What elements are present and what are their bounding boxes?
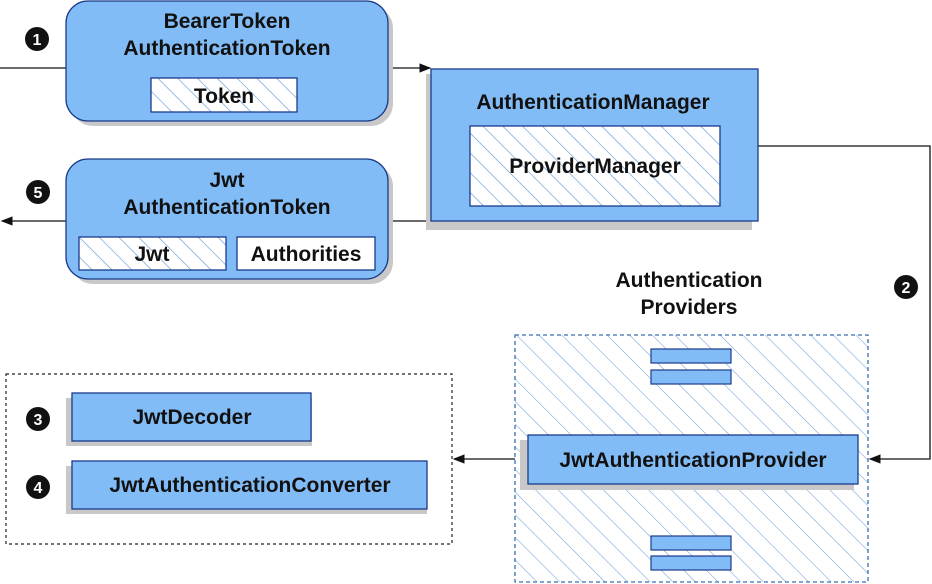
other-provider-bottom-1 bbox=[650, 535, 732, 551]
jwt-token-title-line1: Jwt bbox=[209, 169, 244, 192]
decoder-converter-group: JwtDecoder JwtAuthenticationConverter bbox=[5, 373, 453, 545]
authentication-manager: AuthenticationManager ProviderManager bbox=[426, 68, 759, 230]
step-5-label: 5 bbox=[34, 185, 43, 202]
step-5-marker: 5 bbox=[26, 180, 50, 204]
step-3-label: 3 bbox=[34, 412, 43, 429]
authentication-providers: Authentication Providers JwtAuthenticati… bbox=[514, 269, 869, 583]
arrow-manager-to-provider bbox=[758, 145, 931, 464]
jwt-authentication-token: Jwt AuthenticationToken Jwt Authorities bbox=[65, 158, 393, 284]
other-provider-top-1 bbox=[650, 348, 732, 364]
bearer-token-title-line1: BearerToken bbox=[164, 10, 291, 33]
authorities-field-box bbox=[236, 236, 376, 271]
bearer-token-title-line2: AuthenticationToken bbox=[123, 37, 330, 60]
step-2-marker: 2 bbox=[894, 275, 918, 299]
other-provider-bottom-2 bbox=[650, 555, 732, 571]
bearer-token-authentication-token: BearerToken AuthenticationToken Token bbox=[65, 0, 393, 126]
providers-heading-line2: Providers bbox=[641, 296, 738, 319]
jwt-decoder-box bbox=[71, 392, 312, 442]
token-label: Token bbox=[194, 85, 254, 108]
jwt-authentication-converter-box bbox=[71, 460, 428, 510]
step-4-marker: 4 bbox=[26, 475, 50, 499]
authentication-manager-title: AuthenticationManager bbox=[476, 91, 709, 114]
jwt-authentication-provider-box bbox=[527, 434, 859, 485]
authorities-label: Authorities bbox=[251, 243, 362, 266]
step-3-marker: 3 bbox=[26, 407, 50, 431]
token-field-box bbox=[150, 77, 298, 113]
providers-heading-line1: Authentication bbox=[616, 269, 763, 292]
step-2-label: 2 bbox=[902, 280, 911, 297]
decoder-group-container bbox=[5, 373, 453, 545]
provider-manager-label: ProviderManager bbox=[509, 155, 681, 178]
step-1-label: 1 bbox=[33, 32, 42, 49]
jwt-decoder-label: JwtDecoder bbox=[132, 406, 251, 429]
step-1-marker: 1 bbox=[25, 27, 49, 51]
jwt-field-box bbox=[78, 236, 227, 271]
jwt-token-title-line2: AuthenticationToken bbox=[123, 196, 330, 219]
other-provider-top-2 bbox=[650, 369, 732, 385]
jwt-label: Jwt bbox=[134, 243, 169, 266]
jwt-authentication-converter-label: JwtAuthenticationConverter bbox=[109, 474, 390, 497]
step-4-label: 4 bbox=[34, 480, 43, 497]
provider-manager-box bbox=[469, 125, 721, 207]
jwt-authentication-provider-label: JwtAuthenticationProvider bbox=[559, 449, 826, 472]
step-markers: 1 2 3 4 5 bbox=[25, 27, 918, 499]
